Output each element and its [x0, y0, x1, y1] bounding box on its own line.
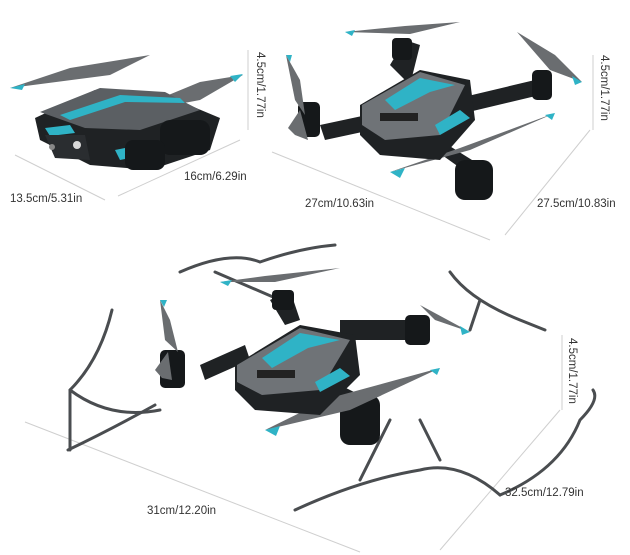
unfolded-width-label: 27cm/10.63in — [305, 198, 375, 210]
unfolded-height-label: 4.5cm/1.77in — [598, 55, 610, 121]
folded-length-label: 16cm/6.29in — [184, 171, 247, 183]
guarded-width-label: 31cm/12.20in — [147, 505, 217, 517]
guarded-length-label: 32.5cm/12.79in — [505, 487, 584, 499]
folded-drone — [10, 55, 243, 170]
unfolded-length-label: 27.5cm/10.83in — [537, 198, 616, 210]
folded-height-label: 4.5cm/1.77in — [254, 52, 266, 118]
unfolded-drone — [286, 22, 582, 200]
guarded-drone — [66, 243, 597, 512]
guarded-height-label: 4.5cm/1.77in — [566, 338, 578, 404]
folded-width-label: 13.5cm/5.31in — [10, 193, 83, 205]
